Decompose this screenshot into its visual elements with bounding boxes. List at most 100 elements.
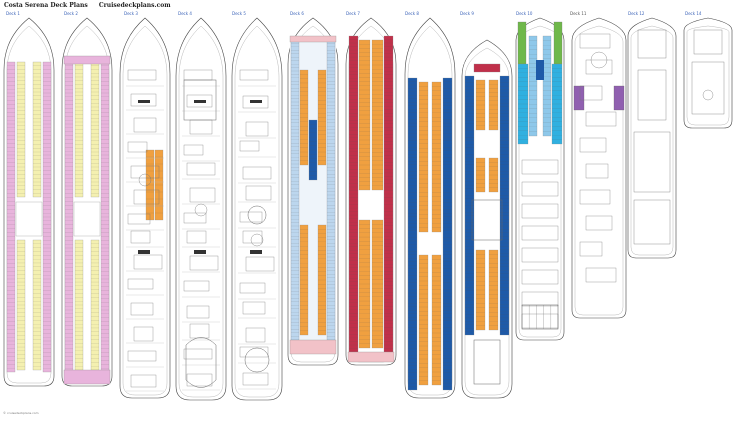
hull-outline: [571, 17, 627, 319]
d11-round: [590, 51, 608, 69]
room-outline: [186, 230, 207, 244]
title-text: Costa Serena Deck Plans: [4, 2, 88, 9]
deck-label-7: Deck 7: [346, 11, 360, 16]
public-areas-1: [126, 69, 164, 392]
d6-inner-left-fwd: [299, 69, 309, 166]
d11-room: [585, 163, 609, 179]
d10-room: [521, 247, 559, 263]
room-outline: [189, 255, 219, 271]
room-outline: [127, 278, 154, 290]
d7-inner-right-fwd: [371, 39, 384, 191]
d11-room: [579, 189, 611, 205]
d11-room: [579, 85, 603, 101]
d2-inner-left-aft: [74, 239, 84, 371]
d10-cyan-inner-left: [528, 35, 538, 137]
d10-cyan-inner-right: [542, 35, 552, 137]
d6-inner-right-fwd: [317, 69, 327, 166]
staircase: [138, 250, 150, 254]
room-outline: [183, 348, 213, 360]
d12-lower-room: [633, 131, 671, 193]
d11-room: [585, 215, 613, 231]
staircase: [250, 250, 262, 254]
round-room: [138, 173, 152, 187]
deck-hull-12: [627, 17, 677, 259]
d14-room: [693, 29, 723, 55]
d10-green-left: [517, 21, 527, 65]
d1-inner-right-fwd: [32, 61, 42, 198]
d9-inner-left-fwd: [475, 79, 486, 131]
d5-round-bar: [247, 205, 267, 225]
deck-label-6: Deck 6: [290, 11, 304, 16]
d10-aft-grid: [521, 304, 559, 330]
deck-label-8: Deck 8: [405, 11, 419, 16]
hull-inner-outline: [122, 25, 168, 396]
d9-outer-left: [464, 75, 475, 336]
d8-inner-right-fwd: [431, 81, 442, 233]
room-outline: [186, 94, 213, 108]
hull-inner-outline: [574, 25, 624, 316]
room-outline: [245, 327, 266, 343]
d6-inner-right-aft: [317, 224, 327, 336]
d11-purple-left: [573, 85, 585, 111]
hull-inner-outline: [234, 25, 280, 398]
room-outline: [242, 166, 272, 180]
d1-outer-right: [42, 61, 52, 373]
public-areas-3: [238, 69, 276, 390]
deck-hull-13: [683, 17, 733, 129]
d2-bow-suites: [63, 55, 111, 65]
d2-outer-right: [100, 61, 110, 373]
room-outline: [127, 213, 151, 225]
d9-aft-deck: [473, 339, 501, 385]
round-room: [250, 233, 264, 247]
staircase: [194, 100, 206, 103]
hull-inner-outline: [407, 25, 453, 396]
d1-inner-left-fwd: [16, 61, 26, 198]
hull-outline: [345, 17, 397, 366]
deck-label-11: Deck 11: [570, 11, 587, 16]
room-outline: [130, 230, 151, 244]
d7-inner-left-fwd: [358, 39, 371, 191]
round-room: [194, 203, 208, 217]
room-outline: [239, 69, 269, 81]
d3-orange-right: [154, 149, 164, 221]
room-outline: [130, 374, 157, 388]
hull-outline: [231, 17, 283, 401]
hull-inner-outline: [178, 25, 224, 398]
d2-stern-suites: [63, 369, 111, 385]
deck-label-4: Deck 4: [178, 11, 192, 16]
d11-room: [585, 267, 617, 283]
footer-note: © cruisedeckplans.com: [3, 411, 39, 415]
d4-theater: [185, 337, 217, 388]
d10-room: [521, 291, 559, 307]
d11-purple-right: [613, 85, 625, 111]
hull-inner-outline: [686, 25, 730, 126]
deck-hull-4: [175, 17, 227, 401]
staircase: [138, 100, 150, 103]
d8-inner-left-fwd: [418, 81, 429, 233]
hull-outline: [404, 17, 456, 399]
room-outline: [127, 141, 148, 153]
d11-room: [585, 111, 617, 127]
d6-outer-right: [326, 39, 336, 351]
hull-outline: [175, 17, 227, 401]
d10-center-blue: [536, 60, 544, 80]
d10-room: [521, 225, 559, 241]
d9-inner-right-mid: [488, 157, 499, 193]
deck-label-1: Deck 1: [6, 11, 20, 16]
d10-green-right: [553, 21, 563, 65]
d2-inner-right-aft: [90, 239, 100, 371]
room-outline: [239, 282, 266, 294]
deck-label-12: Deck 12: [628, 11, 645, 16]
d10-room: [521, 181, 559, 197]
interior-details: [126, 29, 725, 392]
d8-inner-right-aft: [431, 254, 442, 386]
room-outline: [186, 162, 216, 176]
room-outline: [130, 302, 154, 316]
deck-hull-8: [404, 17, 456, 399]
deck-label-5: Deck 5: [232, 11, 246, 16]
room-outline: [245, 121, 269, 137]
deck-label-14: Deck 14: [685, 11, 702, 16]
room-outline: [239, 346, 269, 358]
hull-outline: [627, 17, 677, 259]
d7-inner-left-aft: [358, 219, 371, 349]
